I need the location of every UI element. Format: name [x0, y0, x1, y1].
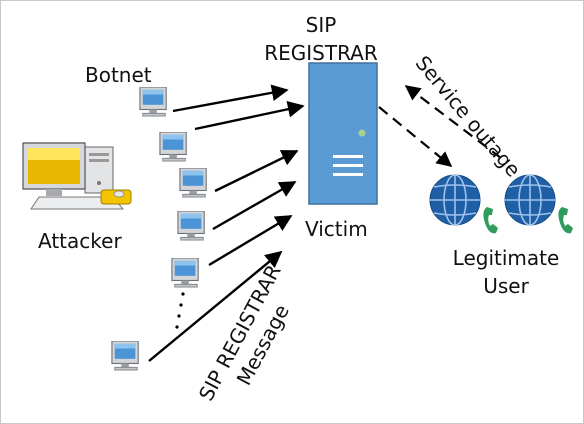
bot-computer-icon — [179, 168, 207, 198]
attacker-label: Attacker — [38, 229, 122, 253]
legitimate-user-label-line1: Legitimate — [452, 246, 560, 270]
bot-computer-icon — [171, 258, 199, 288]
server-icon — [308, 62, 378, 205]
bot-computer-icon — [111, 341, 139, 371]
attack-arrow — [208, 214, 293, 267]
globe-phone-icon — [429, 174, 498, 234]
attack-arrow — [148, 250, 283, 362]
dashed-arrow-to-server — [404, 85, 502, 159]
attacker-computer-icon — [22, 142, 132, 210]
legitimate-user-label-line2: User — [483, 274, 529, 298]
sip-registrar-title-line2: REGISTRAR — [264, 41, 378, 65]
bot-computer-icon — [177, 211, 205, 241]
attack-arrow — [212, 180, 297, 231]
attack-arrow — [172, 84, 289, 113]
legitimate-user-label: Legitimate User — [431, 244, 581, 300]
more-bots-ellipsis — [175, 292, 185, 329]
bot-computer-icon — [139, 87, 167, 117]
dashed-arrow-to-user — [378, 106, 453, 167]
sip-registrar-title-line1: SIP — [305, 13, 337, 37]
victim-label: Victim — [305, 217, 368, 241]
sip-registrar-title: SIP REGISTRAR — [251, 11, 391, 67]
bot-computer-icon — [159, 132, 187, 162]
botnet-label: Botnet — [85, 63, 152, 87]
attack-arrow — [194, 100, 305, 131]
globe-phone-icon — [504, 174, 573, 234]
attack-arrow — [214, 149, 299, 193]
